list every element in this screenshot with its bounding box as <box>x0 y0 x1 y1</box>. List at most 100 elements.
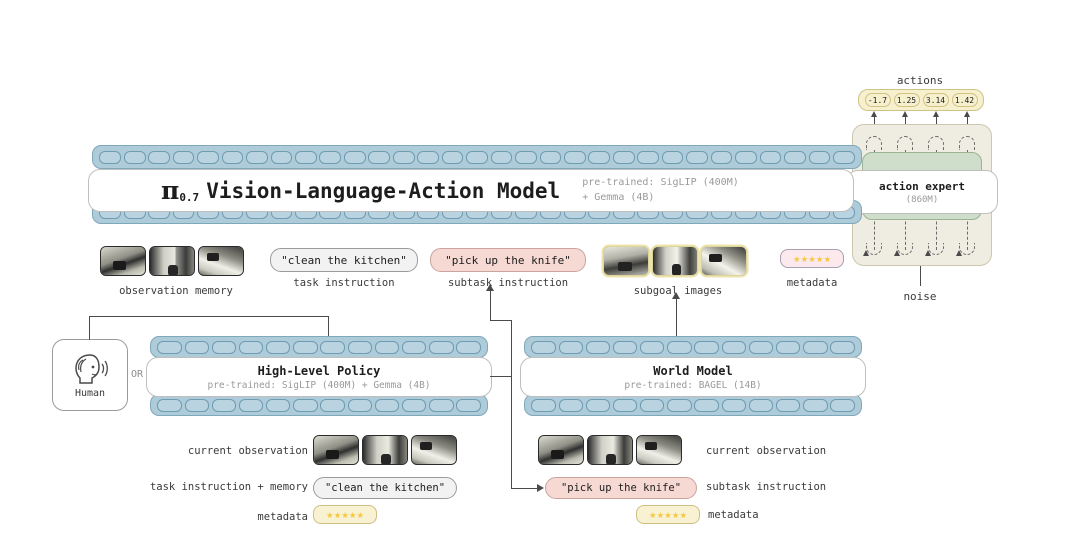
token-pill <box>558 340 583 354</box>
hlp-metadata-box: ★ ★ ★ ★ ★ <box>313 505 377 524</box>
token-pill <box>401 398 427 412</box>
hlp-to-wm-line <box>511 376 513 488</box>
token-pill <box>775 398 801 412</box>
token-pill <box>721 340 746 354</box>
action-arrow-head <box>932 111 939 117</box>
wm-current-observation-thumbnails <box>538 435 682 465</box>
action-arrow-line <box>874 113 876 124</box>
wm-subtask-instruction-label: subtask instruction <box>706 481 827 493</box>
hlp-task-instruction-bubble: "clean the kitchen" <box>313 477 457 499</box>
token-pill <box>539 150 562 164</box>
star-icon: ★ <box>356 508 364 521</box>
token-pill <box>184 398 209 412</box>
token-pill <box>266 340 291 354</box>
subtask-arrow-line <box>490 288 492 321</box>
action-arrow-head <box>901 111 908 117</box>
action-expert-params: (860M) <box>905 194 939 205</box>
hlp-current-observation-thumbnails <box>313 435 457 465</box>
action-arrow-head <box>870 111 877 117</box>
noise-path-arc <box>866 243 882 255</box>
action-arrow-head <box>963 111 970 117</box>
token-pill <box>667 398 692 412</box>
observation-thumbnail <box>538 435 584 465</box>
token-pill <box>466 150 488 164</box>
noise-arrow-head <box>955 250 962 256</box>
token-pill <box>490 150 513 164</box>
hlp-task-instruction-label: task instruction + memory <box>149 481 308 493</box>
token-pill <box>531 340 556 354</box>
observation-thumbnail <box>198 246 244 276</box>
noise-path-arc <box>928 243 944 255</box>
token-pill <box>374 340 400 354</box>
token-pill <box>558 398 583 412</box>
token-pill <box>347 340 372 354</box>
token-pill <box>211 340 237 354</box>
token-pill <box>441 150 464 164</box>
token-pill <box>694 398 719 412</box>
token-pill <box>347 398 372 412</box>
noise-arrow-head <box>924 250 931 256</box>
token-pill <box>270 150 293 164</box>
subgoal-thumbnail <box>603 246 649 276</box>
hlp-current-observation-label: current observation <box>187 445 308 457</box>
metadata-label: metadata <box>786 277 838 289</box>
subgoal-arrow-line <box>676 296 678 336</box>
token-pill <box>172 150 195 164</box>
token-pill <box>661 150 684 164</box>
token-pill <box>123 150 146 164</box>
task-instruction-label: task instruction <box>293 277 395 289</box>
world-model-card: World Model pre-trained: BAGEL (14B) <box>520 357 866 397</box>
hlp-token-bar-bottom <box>150 394 488 416</box>
star-icon: ★ <box>334 508 341 521</box>
observation-thumbnail <box>636 435 682 465</box>
noise-path-arc <box>897 243 913 255</box>
star-icon: ★ <box>816 252 823 265</box>
token-pill <box>748 340 774 354</box>
token-pill <box>637 150 660 164</box>
wm-subtask-instruction-bubble: "pick up the knife" <box>545 477 697 499</box>
star-icon: ★ <box>649 508 657 521</box>
token-pill <box>320 340 345 354</box>
token-pill <box>721 398 746 412</box>
token-pill <box>686 150 708 164</box>
hlp-output-connector <box>490 376 512 378</box>
action-value: 1.25 <box>893 93 920 107</box>
token-pill <box>319 150 342 164</box>
token-pill <box>832 150 855 164</box>
human-box[interactable]: Human <box>52 339 128 411</box>
star-icon: ★ <box>341 508 349 521</box>
token-pill <box>612 398 638 412</box>
star-icon: ★ <box>672 508 679 521</box>
token-pill <box>588 150 611 164</box>
star-icon: ★ <box>679 508 687 521</box>
flow-path-arc <box>897 136 913 150</box>
action-arrow-line <box>967 113 969 124</box>
subtask-instruction-bubble: "pick up the knife" <box>430 248 586 272</box>
token-pill <box>221 150 244 164</box>
flow-path-arc <box>928 136 944 150</box>
subgoal-arrow-head <box>672 292 680 299</box>
vla-pretrained-line2: + Gemma (4B) <box>582 191 655 203</box>
wm-token-bar-bottom <box>524 394 862 416</box>
token-pill <box>392 150 415 164</box>
wm-metadata-label: metadata <box>708 509 759 521</box>
token-pill <box>784 150 806 164</box>
human-connector-bar <box>89 316 329 318</box>
token-pill <box>429 340 454 354</box>
token-pill <box>293 340 318 354</box>
high-level-policy-title: High-Level Policy <box>257 363 381 378</box>
token-pill <box>775 340 801 354</box>
token-pill <box>830 398 855 412</box>
noise-label: noise <box>903 290 937 303</box>
token-pill <box>295 150 317 164</box>
vla-token-bar-top <box>92 145 862 169</box>
subgoal-images-label: subgoal images <box>633 285 723 297</box>
high-level-policy-card: High-Level Policy pre-trained: SigLIP (4… <box>146 357 492 397</box>
vla-pretrained: pre-trained: SigLIP (400M) + Gemma (4B) <box>582 176 739 205</box>
human-connector-stem <box>89 316 91 340</box>
token-pill <box>564 150 586 164</box>
token-pill <box>759 150 782 164</box>
action-value: 3.14 <box>922 93 949 107</box>
hlp-to-wm-arrow-head <box>537 483 544 492</box>
hlp-metadata-label: metadata <box>257 511 308 523</box>
